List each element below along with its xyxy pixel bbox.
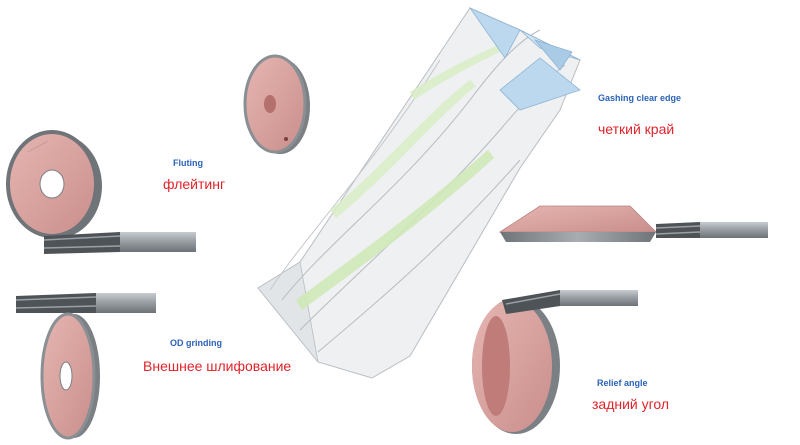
relief-drill-icon [502,290,638,314]
od-drill-icon [16,293,156,313]
od-grinding-label-ru: Внешнее шлифование [143,358,291,374]
fluting-label-ru: флейтинг [163,176,225,192]
fluting-wheel-icon: .................... [8,132,102,238]
fluting-label: Fluting [173,158,203,168]
od-wheel-icon [42,314,100,438]
small-wheel-icon [245,56,310,154]
relief-dish-wheel-icon [472,298,560,434]
fluting-end-mill-icon [44,232,196,254]
relief-angle-label: Relief angle [597,378,648,388]
gashing-label: Gashing clear edge [598,93,681,103]
cup-wheel-icon [500,206,656,242]
od-grinding-label: OD grinding [170,338,222,348]
gashing-drill-icon [656,222,768,238]
relief-angle-label-ru: задний угол [592,396,669,412]
gashing-label-ru: четкий край [598,121,674,137]
